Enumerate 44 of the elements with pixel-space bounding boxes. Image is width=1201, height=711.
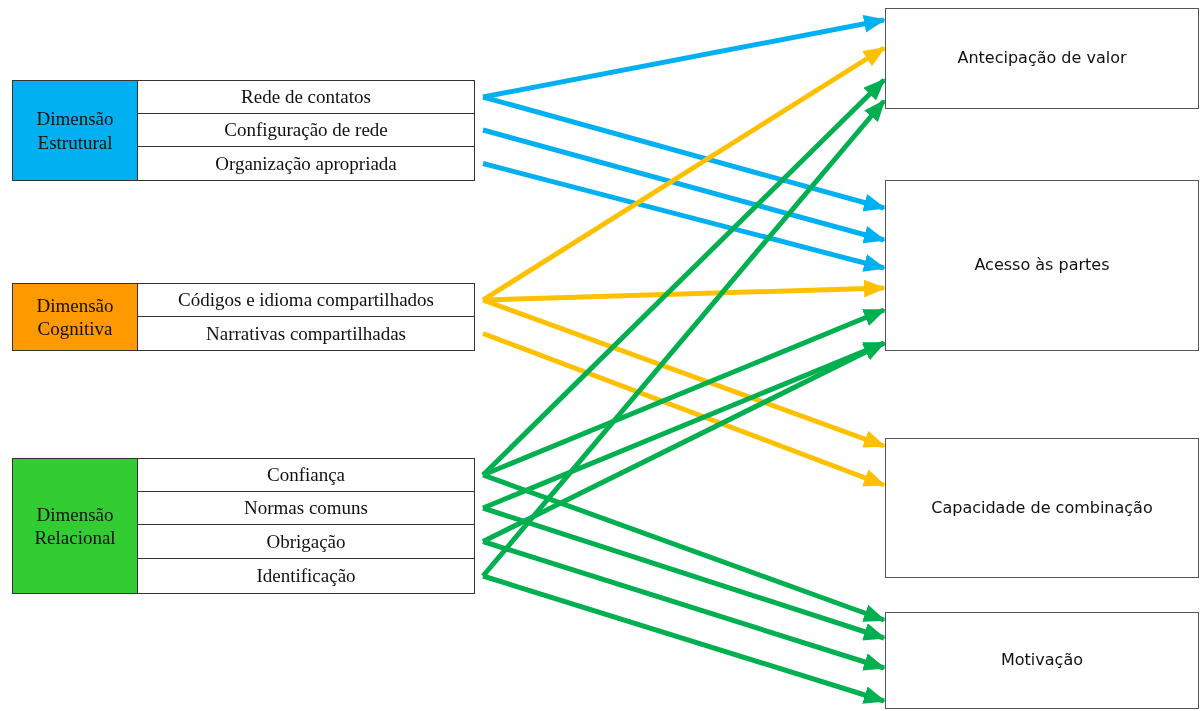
- cell-text: Confiança: [266, 463, 346, 487]
- outcome-box: [885, 612, 1199, 709]
- cell-text: Identificação: [256, 564, 356, 588]
- table-cell: [137, 458, 475, 492]
- cell-text: Dimensão Estrutural: [35, 107, 115, 154]
- arrow: [482, 307, 886, 478]
- cell-text: Rede de contatos: [241, 85, 371, 109]
- cell-text: Antecipação de valor: [957, 47, 1127, 70]
- cell-text: Motivação: [1001, 649, 1083, 672]
- cell-text: Capacidade de combinação: [931, 496, 1153, 519]
- table-cell: [137, 558, 475, 594]
- arrow: [482, 127, 886, 244]
- arrow: [482, 94, 886, 212]
- arrow: [482, 161, 886, 272]
- table-cell: [137, 146, 475, 181]
- arrow: [482, 505, 886, 641]
- dimension-cell: [12, 458, 138, 594]
- dimension-cell: [12, 283, 138, 351]
- outcome-box: [885, 8, 1199, 109]
- cell-text: Dimensão Relacional: [33, 502, 117, 550]
- dimension-cell: [12, 80, 138, 181]
- arrow: [481, 78, 886, 477]
- arrow: [482, 297, 886, 449]
- cell-text: Organização apropriada: [215, 151, 397, 176]
- table-cell: [137, 283, 475, 317]
- cell-text: Narrativas compartilhadas: [206, 321, 406, 346]
- cell-text: Normas comuns: [244, 496, 368, 520]
- arrow: [482, 472, 886, 623]
- arrow: [482, 539, 886, 671]
- cell-text: Códigos e idioma compartilhados: [178, 288, 434, 312]
- cell-text: Configuração de rede: [224, 118, 388, 142]
- table-cell: [137, 80, 475, 114]
- cell-text: Dimensão Cognitiva: [35, 293, 115, 341]
- arrow: [481, 340, 886, 544]
- arrow: [482, 331, 886, 488]
- arrow: [482, 279, 886, 303]
- arrow: [482, 14, 886, 100]
- cell-text: Acesso às partes: [974, 254, 1110, 277]
- table-cell: [137, 316, 475, 351]
- arrow: [482, 573, 886, 704]
- outcome-box: [885, 438, 1199, 578]
- arrow: [481, 99, 886, 578]
- cell-text: Obrigação: [266, 529, 346, 554]
- outcome-box: [885, 180, 1199, 351]
